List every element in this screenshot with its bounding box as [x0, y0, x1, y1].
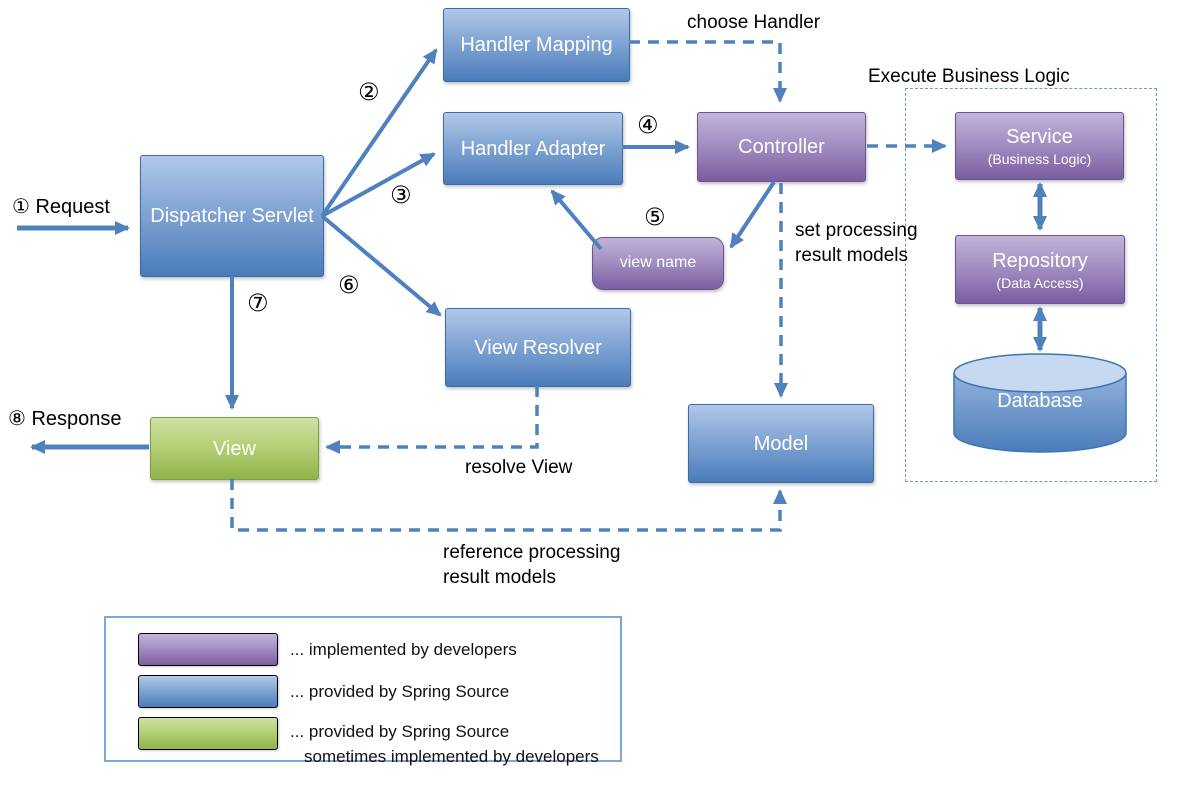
handler-mapping-box: Handler Mapping: [443, 8, 630, 82]
legend-swatch-blue: [138, 675, 278, 708]
request-label: ① Request: [12, 196, 110, 218]
legend-label: ... implemented by developers: [290, 639, 517, 659]
choose-handler-label: choose Handler: [687, 12, 821, 33]
reference-processing-label: reference processing result models: [443, 542, 621, 589]
legend-label-line1: ... provided by Spring Source: [290, 722, 510, 741]
arrow-controller-to-view-name: [729, 180, 776, 249]
step-6-badge: ⑥: [338, 271, 360, 299]
arrow-choose-handler: [629, 40, 787, 103]
legend-swatch-green: [138, 717, 278, 750]
arrow-view-resolver-to-view: [325, 386, 539, 454]
service-label: Service: [1006, 126, 1073, 149]
response-label: ⑧ Response: [8, 408, 122, 430]
database-label: Database: [997, 390, 1083, 412]
repository-sublabel: (Data Access): [996, 274, 1084, 291]
model-box: Model: [688, 404, 874, 483]
arrow-ds-to-view-resolver: [320, 214, 442, 317]
service-sublabel: (Business Logic): [987, 151, 1092, 168]
step-3-badge: ③: [390, 181, 412, 209]
step-2-badge: ②: [358, 78, 380, 106]
legend-item-developers: ... implemented by developers: [138, 633, 620, 666]
business-logic-boundary: [905, 88, 1157, 482]
service-box: Service (Business Logic): [955, 112, 1124, 180]
legend: ... implemented by developers ... provid…: [104, 616, 622, 766]
legend-label-line2: sometimes implemented by developers: [304, 747, 599, 766]
legend-label: ... provided by Spring Source: [290, 681, 510, 701]
view-resolver-box: View Resolver: [445, 308, 631, 387]
set-processing-label: set processing result models: [795, 220, 918, 267]
view-box: View: [150, 417, 319, 480]
step-5-badge: ⑤: [644, 203, 666, 231]
execute-business-logic-label: Execute Business Logic: [868, 66, 1070, 87]
legend-label: ... provided by Spring Source sometimes …: [290, 717, 599, 767]
legend-item-spring-sometimes: ... provided by Spring Source sometimes …: [138, 717, 620, 767]
dispatcher-servlet-box: Dispatcher Servlet: [140, 155, 324, 277]
view-name-box: view name: [592, 237, 724, 290]
handler-adapter-box: Handler Adapter: [443, 112, 623, 185]
arrow-ds-to-handler-mapping: [320, 48, 438, 218]
legend-item-spring: ... provided by Spring Source: [138, 675, 620, 708]
repository-label: Repository: [992, 249, 1088, 272]
repository-box: Repository (Data Access): [955, 235, 1125, 304]
controller-box: Controller: [697, 112, 866, 182]
arrow-ds-to-handler-adapter: [321, 152, 436, 218]
resolve-view-label: resolve View: [465, 457, 573, 478]
step-7-badge: ⑦: [247, 289, 269, 317]
legend-swatch-purple: [138, 633, 278, 666]
step-4-badge: ④: [637, 111, 659, 139]
arrow-view-to-model: [230, 479, 787, 532]
